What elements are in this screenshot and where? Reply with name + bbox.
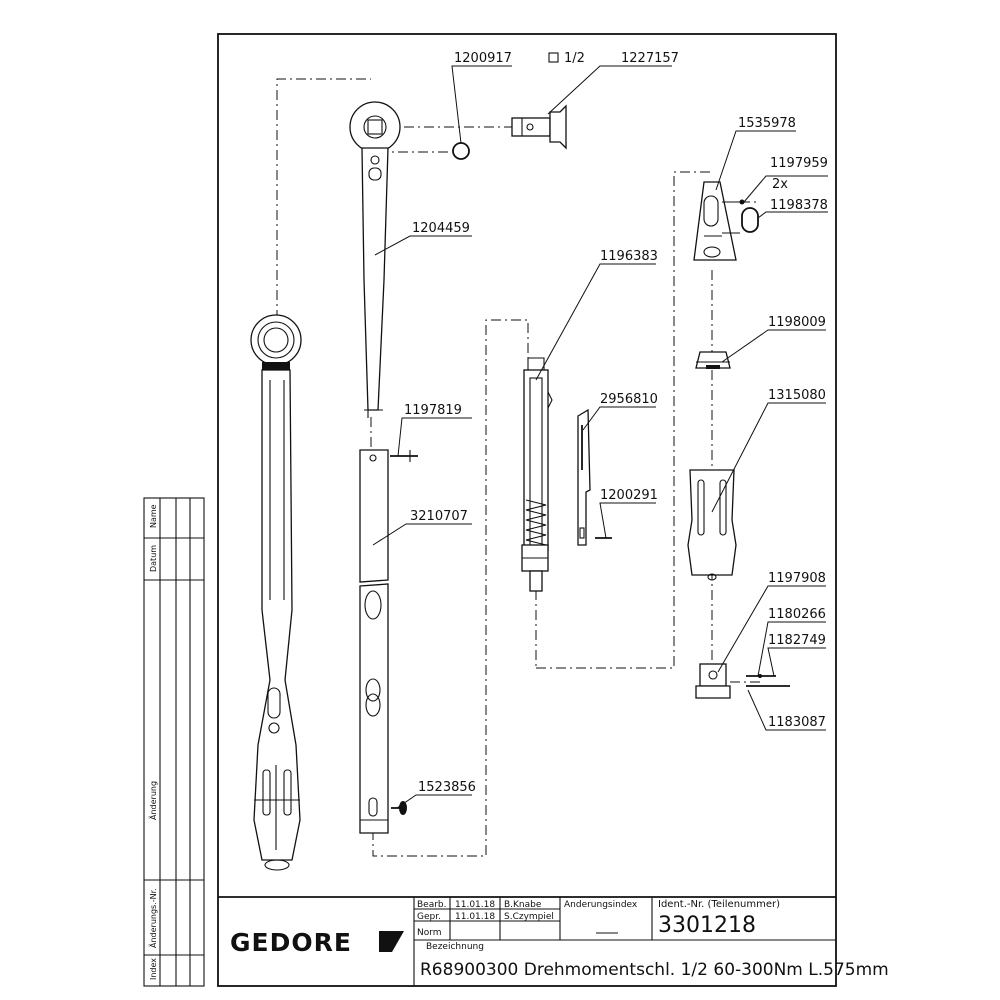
part-1198009-collar xyxy=(695,351,731,369)
ident-number: 3301218 xyxy=(658,913,756,938)
part-labels: 1200917 1/2 1227157 1535978 1197959 2x 1… xyxy=(404,51,828,795)
aenderungsindex-label: Anderungsindex xyxy=(564,900,638,910)
label-1197959: 1197959 xyxy=(770,156,828,171)
label-1315080: 1315080 xyxy=(768,388,826,403)
rev-col-index: Index xyxy=(149,958,158,980)
label-1200917: 1200917 xyxy=(454,51,512,66)
gedore-logo-text: GEDORE xyxy=(230,928,352,957)
part-end-pins xyxy=(746,674,790,687)
title-block: Bearb. 11.01.18 B.Knabe Gepr. 11.01.18 S… xyxy=(218,896,889,986)
label-1200291: 1200291 xyxy=(600,488,658,503)
gepr-date: 11.01.18 xyxy=(455,912,495,922)
gepr-name: S.Czympiel xyxy=(504,912,554,922)
square-drive-icon xyxy=(548,52,559,63)
part-2956810-scale xyxy=(577,408,591,546)
part-1535978-bracket xyxy=(693,181,737,261)
part-1197908-end-cap xyxy=(695,663,731,699)
part-3210707-tube xyxy=(359,449,389,834)
rev-col-aenderung: Änderung xyxy=(148,781,158,820)
label-1183087: 1183087 xyxy=(768,715,826,730)
part-1315080-grip xyxy=(687,469,737,581)
label-square-size: 1/2 xyxy=(564,51,585,66)
label-1198378: 1198378 xyxy=(770,198,828,213)
label-qty-2x: 2x xyxy=(772,177,788,192)
drawing-frame xyxy=(217,33,837,987)
label-1227157: 1227157 xyxy=(621,51,679,66)
label-1535978: 1535978 xyxy=(738,116,796,131)
assembly-axes xyxy=(276,78,760,857)
bezeichnung-label: Bezeichnung xyxy=(426,942,484,952)
part-1197819-pin xyxy=(390,450,418,462)
part-1200917-ring xyxy=(452,142,470,160)
label-1198009: 1198009 xyxy=(768,315,826,330)
assembled-torque-wrench xyxy=(250,314,302,871)
gepr-label: Gepr. xyxy=(417,912,441,922)
label-3210707: 3210707 xyxy=(410,509,468,524)
part-1196383-mechanism xyxy=(521,357,553,592)
part-1227157-square-drive xyxy=(511,104,567,150)
part-1204459-ratchet-head xyxy=(349,101,401,418)
drawing-title: R68900300 Drehmomentschl. 1/2 60-300Nm L… xyxy=(420,960,889,980)
rev-col-aenderungs-nr: Änderungs.-Nr. xyxy=(148,888,158,948)
rev-col-datum: Datum xyxy=(149,545,158,572)
rev-col-name: Name xyxy=(149,504,158,528)
leader-lines xyxy=(372,65,828,809)
revision-table: Name Datum Änderung Änderungs.-Nr. Index xyxy=(143,497,205,987)
label-1204459: 1204459 xyxy=(412,221,470,236)
label-1197819: 1197819 xyxy=(404,403,462,418)
part-1198378-nut xyxy=(741,207,759,233)
label-1182749: 1182749 xyxy=(768,633,826,648)
ident-label: Ident.-Nr. (Teilenummer) xyxy=(658,899,780,910)
label-2956810: 2956810 xyxy=(600,392,658,407)
label-1180266: 1180266 xyxy=(768,607,826,622)
bearb-label: Bearb. xyxy=(417,900,447,910)
label-1523856: 1523856 xyxy=(418,780,476,795)
bearb-name: B.Knabe xyxy=(504,900,542,910)
gedore-logo-arrow xyxy=(379,931,404,952)
norm-label: Norm xyxy=(417,928,442,938)
label-1197908: 1197908 xyxy=(768,571,826,586)
bearb-date: 11.01.18 xyxy=(455,900,495,910)
part-1197959-screws xyxy=(722,199,745,234)
label-1196383: 1196383 xyxy=(600,249,658,264)
